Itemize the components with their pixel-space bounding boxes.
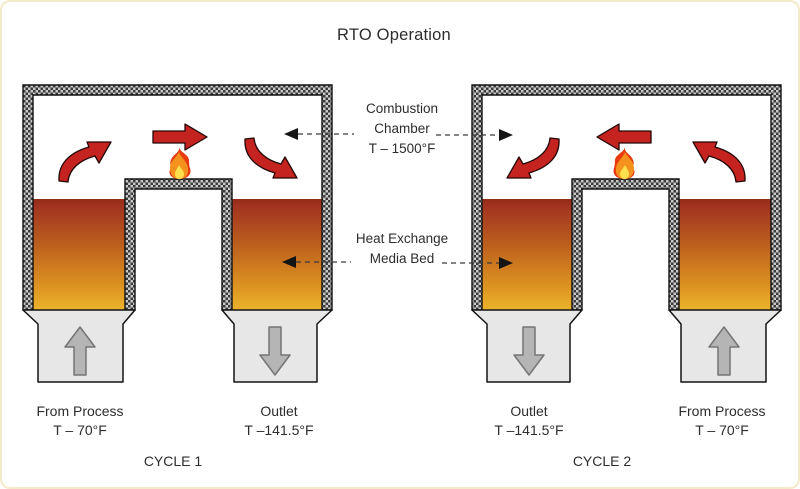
duct-temperature: T – 70°F	[53, 422, 107, 438]
heat-exchange-label-line2: Media Bed	[369, 251, 435, 266]
duct-name: Outlet	[260, 403, 298, 419]
duct-temperature: T –141.5°F	[244, 422, 314, 438]
duct-name: Outlet	[510, 403, 548, 419]
duct-name: From Process	[36, 403, 124, 419]
cycle1-caption: CYCLE 1	[143, 453, 203, 469]
combustion-chamber-label-line2: Chamber	[374, 121, 430, 136]
cycle2-caption: CYCLE 2	[572, 453, 632, 469]
cycle2-outlet-label: Outlet T –141.5°F	[454, 402, 604, 440]
cycle2-inlet-label: From Process T – 70°F	[647, 402, 797, 440]
heat-exchange-label: Heat Exchange Media Bed	[327, 229, 477, 269]
rto-unit-cycle-1	[22, 84, 333, 383]
duct-temperature: T –141.5°F	[494, 422, 564, 438]
cycle1-outlet-label: Outlet T –141.5°F	[204, 402, 354, 440]
diagram-title: RTO Operation	[337, 26, 451, 44]
combustion-chamber-label: Combustion Chamber T – 1500°F	[332, 99, 472, 159]
rto-unit-cycle-2	[471, 84, 782, 383]
combustion-chamber-temperature: T – 1500°F	[368, 141, 436, 156]
duct-name: From Process	[678, 403, 766, 419]
heat-exchange-label-line1: Heat Exchange	[355, 231, 449, 246]
duct-temperature: T – 70°F	[695, 422, 749, 438]
combustion-chamber-label-line1: Combustion	[365, 101, 439, 116]
cycle1-inlet-label: From Process T – 70°F	[5, 402, 155, 440]
